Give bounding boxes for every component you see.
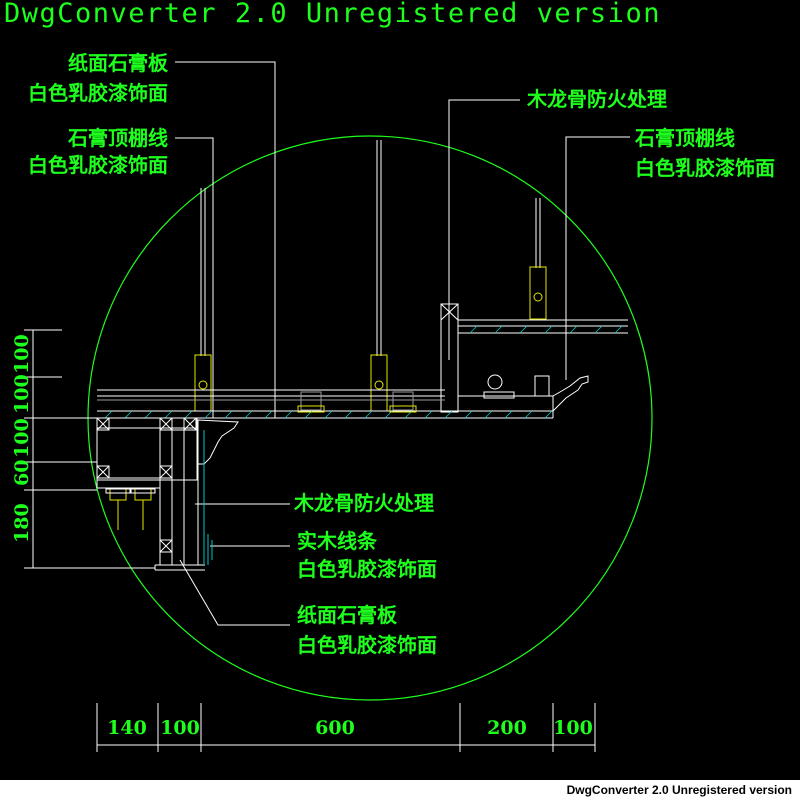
label-bottom-3-line1: 纸面石膏板	[297, 603, 398, 627]
label-top-left-2-line1: 石膏顶棚线	[67, 126, 168, 150]
label-top-left-1-line1: 纸面石膏板	[68, 51, 169, 75]
converter-title: DwgConverter 2.0 Unregistered version	[4, 0, 661, 29]
label-bottom-2-line2: 白色乳胶漆饰面	[297, 557, 437, 581]
leader-top-right-1	[448, 99, 520, 360]
dim-v-2: 100	[11, 374, 33, 414]
label-top-right-1-line1: 木龙骨防火处理	[526, 87, 667, 111]
horizontal-dimension-labels: 140 100 600 200 100	[107, 717, 593, 739]
label-bottom-1-line1: 木龙骨防火处理	[293, 491, 434, 515]
dim-v-4: 60	[11, 460, 33, 486]
label-top-left-1-line2: 白色乳胶漆饰面	[28, 81, 168, 105]
dim-h-3: 600	[315, 717, 355, 739]
dim-h-1: 140	[107, 717, 147, 739]
dim-h-5: 100	[553, 717, 593, 739]
vertical-dimension-lines	[24, 329, 155, 569]
leader-top-left-1	[175, 61, 276, 418]
hanger-rods	[200, 140, 541, 356]
crown-molding-left	[197, 419, 239, 465]
label-bottom-2-line1: 实木线条	[297, 529, 378, 553]
dim-v-5: 180	[11, 503, 33, 543]
dim-v-1: 100	[11, 334, 33, 374]
leader-lines	[175, 61, 630, 626]
leader-top-left-2	[175, 137, 214, 418]
light-fixtures	[109, 487, 152, 530]
label-top-right-2-line2: 白色乳胶漆饰面	[635, 156, 775, 180]
ceiling-structure	[97, 303, 628, 419]
dim-h-2: 100	[160, 717, 200, 739]
watermark-text: DwgConverter 2.0 Unregistered version	[564, 783, 794, 797]
board-hatch	[104, 325, 623, 419]
fixture-brackets	[96, 477, 161, 494]
horizontal-dimension-lines	[96, 703, 596, 752]
keel-channels	[97, 391, 445, 411]
dim-h-4: 200	[487, 717, 527, 739]
crown-molding-right	[552, 375, 589, 413]
hanger-clips	[194, 266, 547, 412]
keel-clips	[297, 405, 417, 413]
dim-v-3: 100	[11, 418, 33, 458]
wood-trim	[203, 430, 213, 565]
leader-bottom-3	[179, 559, 290, 626]
label-top-right-2-line1: 石膏顶棚线	[634, 126, 735, 150]
leader-top-right-2	[565, 136, 630, 380]
label-top-left-2-line2: 白色乳胶漆饰面	[28, 153, 168, 177]
annotation-labels: 纸面石膏板 白色乳胶漆饰面 石膏顶棚线 白色乳胶漆饰面 木龙骨防火处理 石膏顶棚…	[28, 51, 775, 657]
vertical-dimension-labels: 100 100 100 60 180	[11, 334, 33, 543]
label-bottom-3-line2: 白色乳胶漆饰面	[297, 633, 437, 657]
